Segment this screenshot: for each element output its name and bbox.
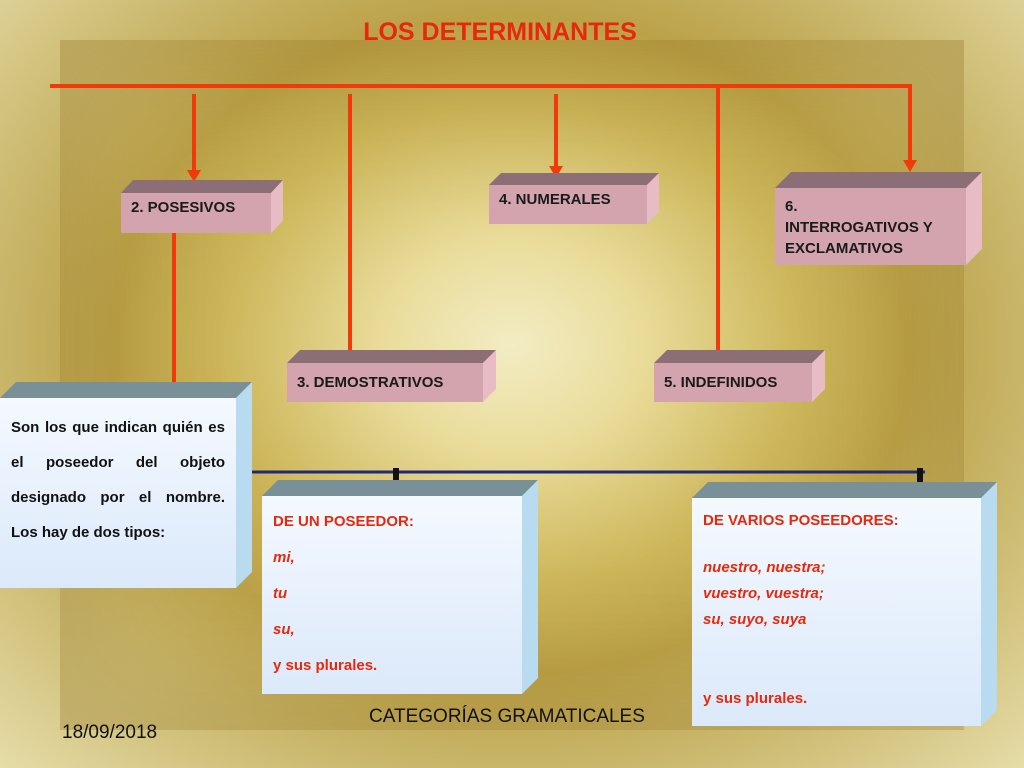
box-un-poseedor: DE UN POSEEDOR: mi, tu su, y sus plurale… bbox=[262, 480, 538, 694]
label-interrogativos-3: EXCLAMATIVOS bbox=[785, 240, 904, 257]
label-numerales: 4. NUMERALES bbox=[499, 191, 611, 208]
box-posesivos: 2. POSESIVOS bbox=[121, 180, 283, 233]
footer-section: CATEGORÍAS GRAMATICALES bbox=[369, 706, 645, 727]
un-poseedor-heading: DE UN POSEEDOR: bbox=[273, 513, 414, 530]
box-demostrativos: 3. DEMOSTRATIVOS bbox=[287, 350, 496, 402]
varios-poseedores-item: su, suyo, suya bbox=[703, 611, 807, 628]
varios-poseedores-heading: DE VARIOS POSEEDORES: bbox=[703, 512, 899, 529]
box-varios-poseedores: DE VARIOS POSEEDORES: nuestro, nuestra; … bbox=[692, 482, 997, 726]
description-text: Son los que indican quién es el poseedor… bbox=[11, 419, 225, 541]
label-interrogativos-2: INTERROGATIVOS Y bbox=[785, 219, 933, 236]
label-posesivos: 2. POSESIVOS bbox=[131, 199, 236, 216]
box-indefinidos: 5. INDEFINIDOS bbox=[654, 350, 825, 402]
box-description: Son los que indican quién es el poseedor… bbox=[0, 382, 252, 588]
footer-date: 18/09/2018 bbox=[62, 722, 158, 743]
un-poseedor-item: tu bbox=[273, 585, 288, 602]
varios-poseedores-item: vuestro, vuestra; bbox=[703, 585, 824, 602]
label-interrogativos-1: 6. bbox=[785, 198, 798, 215]
un-poseedor-item: mi, bbox=[273, 549, 295, 566]
slide-title: LOS DETERMINANTES bbox=[363, 18, 637, 46]
box-interrogativos: 6. INTERROGATIVOS Y EXCLAMATIVOS bbox=[775, 172, 982, 265]
varios-poseedores-footer: y sus plurales. bbox=[703, 690, 808, 707]
box-numerales: 4. NUMERALES bbox=[489, 173, 659, 224]
un-poseedor-item: y sus plurales. bbox=[273, 657, 378, 674]
varios-poseedores-item: nuestro, nuestra; bbox=[703, 559, 826, 576]
label-indefinidos: 5. INDEFINIDOS bbox=[664, 374, 778, 391]
label-demostrativos: 3. DEMOSTRATIVOS bbox=[297, 374, 444, 391]
un-poseedor-item: su, bbox=[273, 621, 295, 638]
